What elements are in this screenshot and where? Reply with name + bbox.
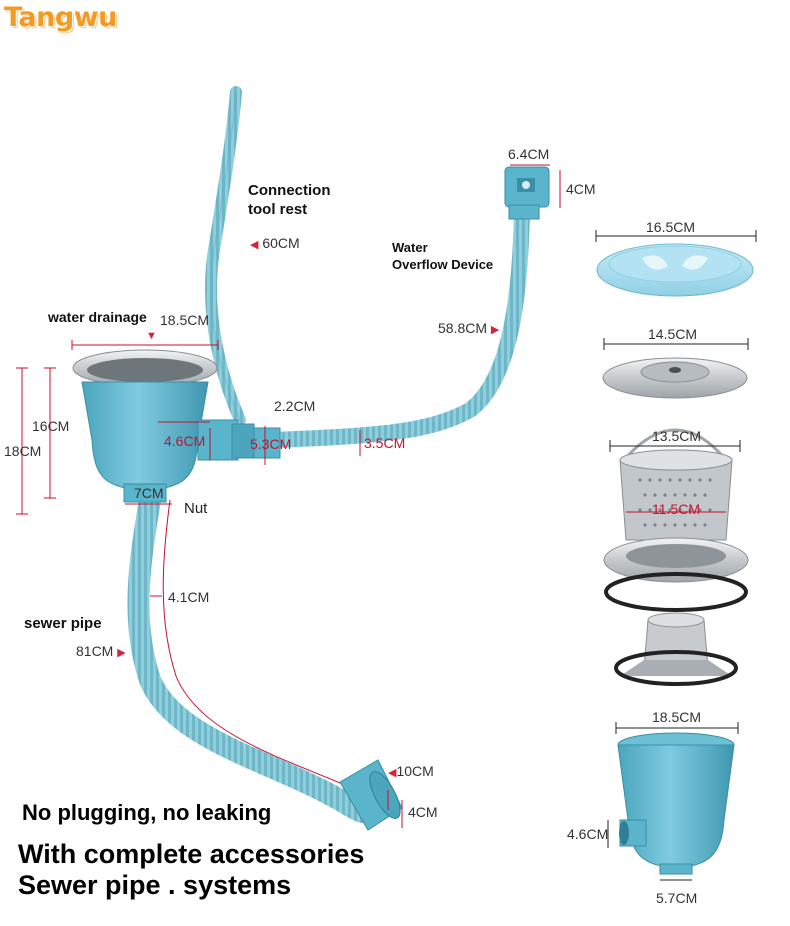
dim-4cm-top: 4CM [566, 181, 596, 197]
brand-logo: Tangwu [4, 2, 117, 33]
arrow-down-icon: ▼ [146, 330, 157, 342]
sewer-dim-line [162, 499, 357, 791]
arrow-left-icon: ◀ [388, 767, 397, 779]
dim-4-6cm: 4.6CM [164, 433, 206, 449]
arrow-right-icon: ▶ [490, 324, 500, 336]
sewer-hose [127, 489, 373, 823]
dim-3-5cm: 3.5CM [364, 435, 406, 451]
steel-stopper [602, 357, 748, 399]
label-water-drainage: water drainage [48, 309, 147, 325]
dim-16cm: 16CM [32, 418, 70, 434]
gasket-bottom [614, 650, 738, 686]
label-overflow-device: Overflow Device [392, 257, 494, 272]
dim-4cm-bottom: 4CM [408, 804, 438, 820]
dim-16-5cm: 16.5CM [646, 219, 696, 235]
dim-7cm: 7CM [134, 485, 164, 501]
dim-81cm: 81CM ▶ [76, 643, 126, 659]
overflow-device [504, 166, 550, 220]
sewer-end-connector [339, 759, 403, 831]
dim-13-5cm: 13.5CM [652, 428, 702, 444]
dim-18-5cm-right: 18.5CM [652, 709, 702, 725]
dim-10cm: ◀10CM [388, 763, 434, 779]
dimension-lines [16, 164, 561, 828]
clear-lid [596, 243, 754, 297]
dim-4-6cm-right: 4.6CM [567, 826, 609, 842]
dim-18cm: 18CM [4, 443, 42, 459]
label-connection: Connection [248, 182, 331, 199]
flange-ring [603, 537, 749, 583]
dim-11-5cm: 11.5CM [652, 501, 700, 517]
dim-5-3cm: 5.3CM [250, 436, 292, 452]
dim-6-4cm: 6.4CM [508, 146, 550, 162]
dim-60cm: ◀ 60CM [250, 235, 300, 251]
label-sewer-pipe: sewer pipe [24, 615, 102, 632]
basket-strainer [619, 428, 733, 541]
dim-4-1cm: 4.1CM [168, 589, 210, 605]
dim-18-5cm-left: 18.5CM [160, 312, 210, 328]
drain-body [72, 349, 281, 503]
label-tool-rest: tool rest [248, 201, 308, 218]
slogan-no-leaking: No plugging, no leaking [22, 800, 272, 825]
gasket-top [604, 572, 748, 612]
right-dimension-lines [595, 230, 757, 881]
label-nut: Nut [184, 500, 208, 517]
dim-58-8cm: 58.8CM ▶ [438, 320, 500, 336]
dim-5-7cm: 5.7CM [656, 890, 698, 906]
arrow-right-icon: ▶ [117, 647, 126, 659]
dim-14-5cm: 14.5CM [648, 326, 698, 342]
slogan-systems: Sewer pipe . systems [18, 870, 292, 900]
connector-nut [620, 612, 732, 676]
dim-2-2cm: 2.2CM [274, 398, 316, 414]
arrow-left-icon: ◀ [250, 239, 259, 251]
slogan-accessories: With complete accessories [18, 839, 365, 869]
drain-cup [617, 732, 735, 875]
overflow-hose [262, 204, 530, 448]
label-water: Water [392, 240, 428, 255]
